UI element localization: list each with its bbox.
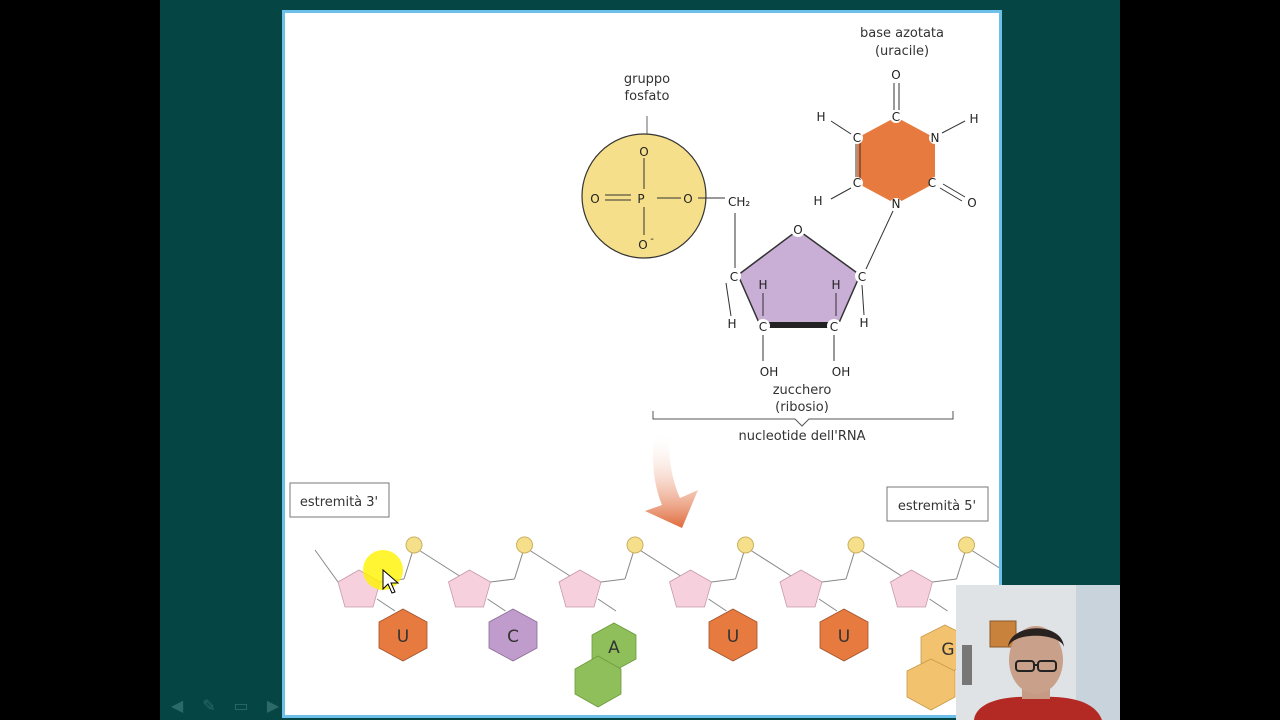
strand-units <box>314 536 999 612</box>
slide: gruppo fosfato O O P O O - CH₂ O C C C C… <box>282 10 1002 718</box>
base-atom-n1: N <box>892 197 901 211</box>
sugar-label-line2: (ribosio) <box>775 400 829 415</box>
phosphate-label-line1: gruppo <box>624 72 670 87</box>
strand-phosphate-0 <box>405 536 423 554</box>
base-atom-h-n3: H <box>969 112 978 126</box>
nucleotide-label: nucleotide dell'RNA <box>739 429 866 444</box>
sugar-atom-h4: H <box>859 316 868 330</box>
atom-o-bottom: O <box>638 238 647 252</box>
sugar-oh-left: OH <box>760 365 778 379</box>
sugar-atom-h2: H <box>831 278 840 292</box>
strand-base-5-label: G <box>941 640 954 660</box>
base-atom-h-c6: H <box>813 194 822 208</box>
sugar-label-line1: zucchero <box>773 383 832 398</box>
strand-base-1-label: C <box>507 627 519 647</box>
down-arrow <box>645 431 698 528</box>
strand-sugar-4 <box>779 569 823 608</box>
pen-icon[interactable]: ✎ <box>202 696 216 715</box>
rna-strand: estremità 3' estremità 5' U C A U U <box>289 482 999 711</box>
atom-ch2: CH₂ <box>728 195 750 209</box>
strand-base-4: U <box>819 608 869 662</box>
base-atom-o-right: O <box>967 196 976 210</box>
sugar-oh-right: OH <box>832 365 850 379</box>
strand-base-2-label: A <box>608 638 620 658</box>
strand-base-1: C <box>488 608 538 662</box>
strand-base-0-label: U <box>397 627 409 647</box>
phosphate-label-line2: fosfato <box>625 89 670 104</box>
presentation-toolbar: ◀ ✎ ▭ ▶ <box>165 694 285 718</box>
strand-end-3-label: estremità 3' <box>300 495 378 510</box>
strand-phosphate-2 <box>626 536 644 554</box>
strand-base-3: U <box>708 608 758 662</box>
sugar-atom-o: O <box>793 223 802 237</box>
strand-phosphate-4 <box>847 536 865 554</box>
uracil-base <box>857 117 935 204</box>
sugar-atom-h3: H <box>727 317 736 331</box>
strand-phosphate-5 <box>958 536 975 554</box>
strand-sugar-5 <box>890 569 933 608</box>
strand-base-0: U <box>378 608 428 662</box>
menu-icon[interactable]: ▭ <box>233 696 249 715</box>
strand-sugar-2 <box>558 569 602 608</box>
nucleotide-brace <box>652 411 954 427</box>
sugar-atom-c3: C <box>759 320 767 334</box>
strand-base-3-label: U <box>727 627 739 647</box>
strand-end-5-label: estremità 5' <box>898 499 976 514</box>
webcam-overlay <box>956 585 1120 720</box>
strand-sugar-3 <box>669 569 712 608</box>
strand-phosphate-3 <box>737 536 754 554</box>
atom-p: P <box>637 192 644 206</box>
sugar-atom-c2: C <box>830 320 838 334</box>
base-label-line1: base azotata <box>860 26 944 41</box>
next-slide-icon[interactable]: ▶ <box>266 696 280 715</box>
base-atom-c5: C <box>853 131 861 145</box>
sugar-atom-c4: C <box>730 270 738 284</box>
rna-diagram: gruppo fosfato O O P O O - CH₂ O C C C C… <box>289 26 999 711</box>
prev-slide-icon[interactable]: ◀ <box>170 696 184 715</box>
base-atom-n3: N <box>931 131 940 145</box>
sugar-atom-c1: C <box>858 270 866 284</box>
base-atom-c6: C <box>853 176 861 190</box>
atom-o-top: O <box>639 145 648 159</box>
negative-charge: - <box>650 234 654 245</box>
strand-sugar-1 <box>448 569 491 608</box>
phosphate-group <box>581 133 707 259</box>
base-atom-c4: C <box>892 110 900 124</box>
strand-phosphate-1 <box>516 536 533 554</box>
pointer-cursor <box>363 550 403 594</box>
atom-o-left: O <box>590 192 599 206</box>
atom-o-right: O <box>683 192 692 206</box>
base-label-line2: (uracile) <box>875 44 929 59</box>
strand-base-4-label: U <box>838 627 850 647</box>
base-atom-o-top: O <box>891 68 900 82</box>
strand-base-2: A <box>574 622 637 708</box>
cursor-arrow-icon <box>382 568 400 594</box>
sugar-atom-h1: H <box>758 278 767 292</box>
base-atom-c2: C <box>928 176 936 190</box>
base-atom-h-c5: H <box>816 110 825 124</box>
ribose-sugar <box>737 229 861 326</box>
nucleotide-structure: gruppo fosfato O O P O O - CH₂ O C C C C… <box>581 26 979 444</box>
